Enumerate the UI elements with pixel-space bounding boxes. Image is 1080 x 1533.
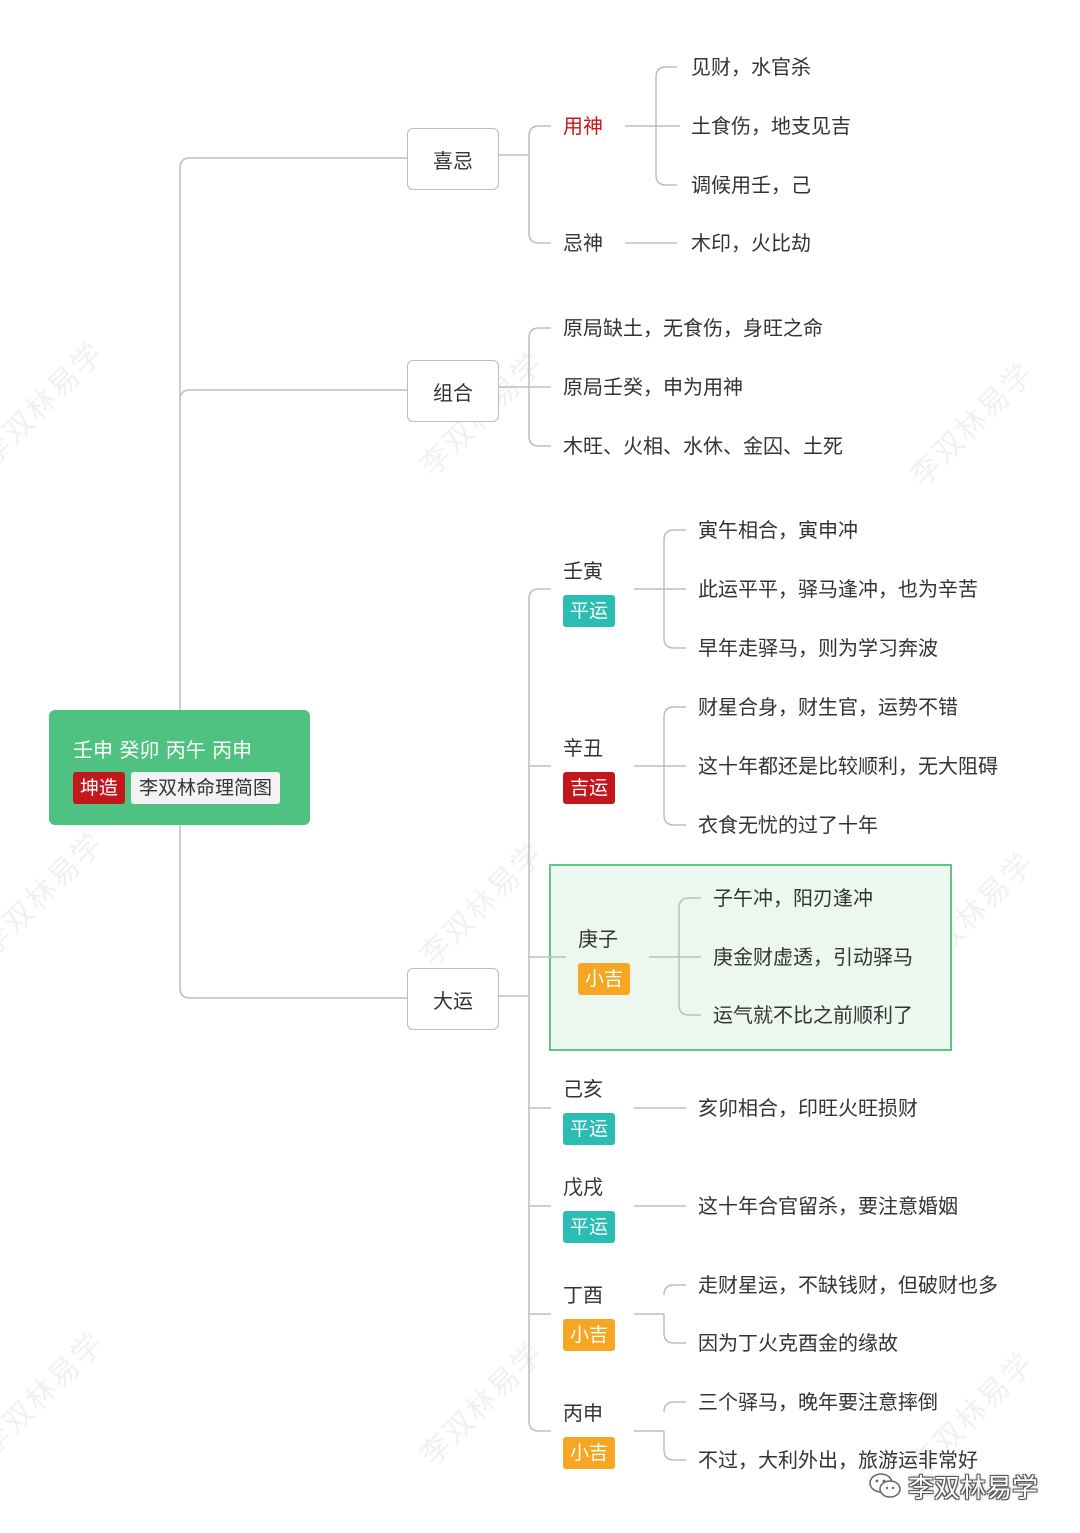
- connector-gengzi-up: [678, 897, 701, 909]
- node-jishen[interactable]: 忌神: [563, 231, 603, 255]
- node-dayun-dingyou[interactable]: 丁酉: [563, 1283, 603, 1307]
- leaf-yongshen-3: 调候用壬，己: [691, 173, 811, 197]
- connector-bingshen-down: [663, 1431, 686, 1461]
- leaf-zuhe-2: 原局壬癸，申为用神: [563, 375, 743, 399]
- node-dayun-bingshen[interactable]: 丙申: [563, 1401, 603, 1425]
- connector-renyin-up: [663, 529, 686, 541]
- node-dayun-jihai[interactable]: 己亥: [563, 1077, 603, 1101]
- node-dayun-xinchou[interactable]: 辛丑: [563, 736, 603, 760]
- leaf-renyin-1: 寅午相合，寅申冲: [698, 518, 858, 542]
- node-dayun-gengzi[interactable]: 庚子: [578, 927, 618, 951]
- node-dayun-wuxu[interactable]: 戊戌: [563, 1175, 603, 1199]
- badge-bingshen: 小吉: [563, 1437, 616, 1469]
- connector-xinchou-down: [663, 717, 686, 826]
- leaf-gengzi-2: 庚金财虚透，引动驿马: [713, 945, 913, 969]
- leaf-gengzi-1: 子午冲，阳刃逢冲: [713, 886, 873, 910]
- leaf-zuhe-1: 原局缺土，无食伤，身旺之命: [563, 316, 823, 340]
- connector-xiji-down: [528, 155, 551, 244]
- node-zuhe[interactable]: 组合: [407, 360, 499, 422]
- leaf-xinchou-1: 财星合身，财生官，运势不错: [698, 695, 958, 719]
- badge-jihai: 平运: [563, 1113, 616, 1145]
- connector-root-dayun: [179, 825, 407, 999]
- connector-root-trunk: [179, 157, 407, 710]
- leaf-bingshen-2: 不过，大利外出，旅游运非常好: [698, 1448, 978, 1472]
- connector-dingyou-down: [663, 1314, 686, 1344]
- leaf-dingyou-1: 走财星运，不缺钱财，但破财也多: [698, 1273, 998, 1297]
- wechat-icon: [868, 1472, 902, 1500]
- leaf-renyin-3: 早年走驿马，则为学习奔波: [698, 636, 938, 660]
- badge-gengzi: 小吉: [578, 963, 631, 995]
- footer-brand-text: 李双林易学: [908, 1473, 1039, 1504]
- leaf-jihai-1: 亥卯相合，印旺火旺损财: [698, 1096, 918, 1120]
- connector-zuhe-spine2: [528, 338, 551, 447]
- root-tag-author: 李双林命理简图: [131, 772, 281, 804]
- leaf-zuhe-3: 木旺、火相、水休、金囚、土死: [563, 434, 843, 458]
- badge-xinchou: 吉运: [563, 772, 616, 804]
- highlight-box-gengzi: [549, 864, 952, 1051]
- leaf-jishen-1: 木印，火比劫: [691, 231, 811, 255]
- badge-wuxu: 平运: [563, 1211, 616, 1243]
- badge-renyin: 平运: [563, 595, 616, 627]
- leaf-renyin-2: 此运平平，驿马逢冲，也为辛苦: [698, 577, 978, 601]
- leaf-yongshen-2: 土食伤，地支见吉: [691, 114, 851, 138]
- connector-yongshen-spine2: [655, 77, 677, 186]
- footer-brand: 李双林易学: [868, 1468, 1038, 1504]
- connector-dingyou-up: [663, 1284, 686, 1296]
- leaf-gengzi-3: 运气就不比之前顺利了: [713, 1003, 913, 1027]
- root-title: 壬申 癸卯 丙午 丙申: [73, 738, 253, 762]
- connector-dayun-spine2: [528, 599, 551, 1432]
- root-node[interactable]: 壬申 癸卯 丙午 丙申 坤造 李双林命理简图: [49, 710, 310, 825]
- node-yongshen[interactable]: 用神: [563, 114, 603, 138]
- node-xiji[interactable]: 喜忌: [407, 128, 499, 190]
- leaf-yongshen-1: 见财，水官杀: [691, 55, 811, 79]
- connector-xinchou-up: [663, 706, 686, 718]
- connector-yongshen-spine: [655, 66, 677, 78]
- leaf-xinchou-3: 衣食无忧的过了十年: [698, 813, 878, 837]
- leaf-dingyou-2: 因为丁火克酉金的缘故: [698, 1331, 898, 1355]
- connector-renyin-down: [663, 540, 686, 649]
- leaf-wuxu-1: 这十年合官留杀，要注意婚姻: [698, 1194, 958, 1218]
- badge-dingyou: 小吉: [563, 1319, 616, 1351]
- node-dayun[interactable]: 大运: [407, 968, 499, 1030]
- connector-bingshen-up: [663, 1401, 686, 1413]
- connector-gengzi-down: [678, 908, 701, 1016]
- connector-root-zuhe: [179, 389, 407, 401]
- leaf-bingshen-1: 三个驿马，晚年要注意摔倒: [698, 1390, 938, 1414]
- connector-xiji-up: [528, 125, 551, 155]
- node-dayun-renyin[interactable]: 壬寅: [563, 559, 603, 583]
- leaf-xinchou-2: 这十年都还是比较顺利，无大阻碍: [698, 754, 998, 778]
- connector-zuhe-spine: [528, 327, 551, 339]
- root-tag-kunzao: 坤造: [73, 772, 126, 804]
- connector-dayun-spine: [528, 588, 551, 600]
